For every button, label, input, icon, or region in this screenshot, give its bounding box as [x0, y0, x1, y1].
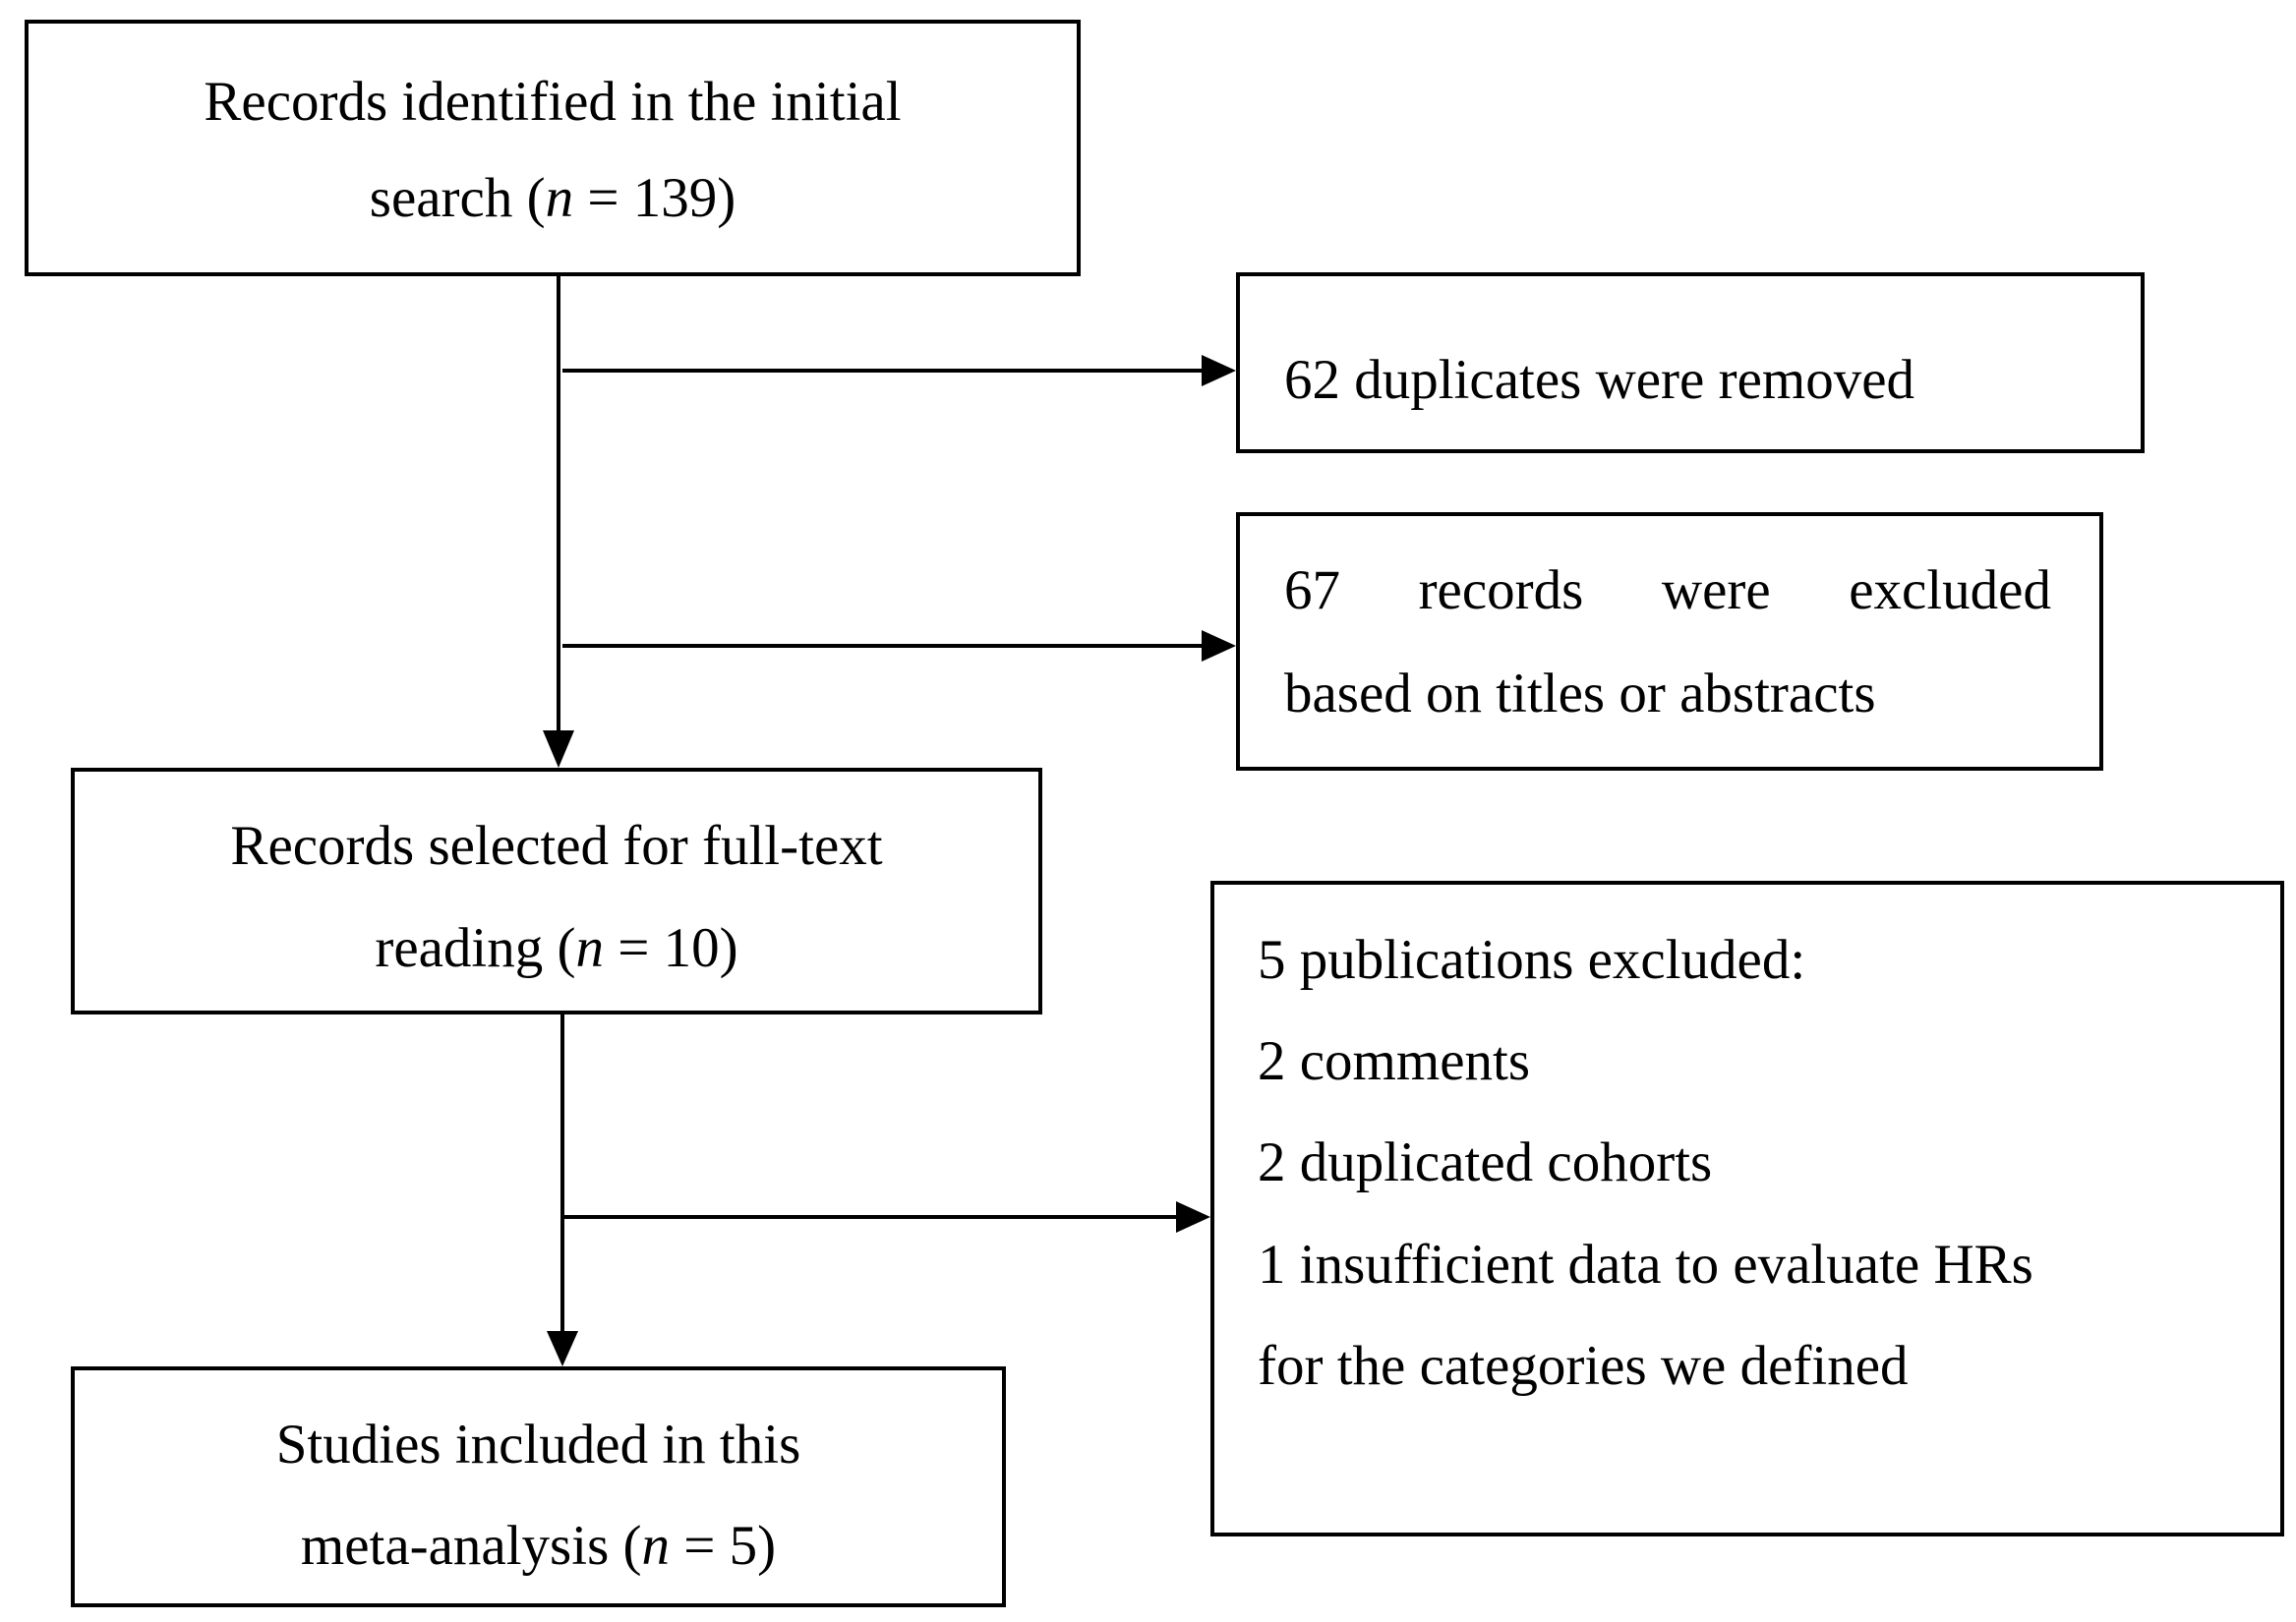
initial-prefix: search (	[369, 167, 546, 229]
fulltext-line1: Records selected for full-text	[230, 815, 883, 877]
box-publications-excluded	[1210, 881, 2284, 1536]
initial-records-line1: Records identified in the initial	[204, 71, 902, 133]
publications-excluded-line5: for the categories we defined	[1258, 1335, 1909, 1397]
fulltext-prefix: reading (	[375, 917, 576, 979]
branch-duplicates-head	[1202, 355, 1236, 386]
publications-excluded-line4: 1 insufficient data to evaluate HRs	[1258, 1234, 2033, 1296]
publications-excluded-line3: 2 duplicated cohorts	[1258, 1131, 1713, 1193]
initial-records-line2: search (n = 139)	[25, 170, 1081, 226]
box-duplicates-removed	[1236, 272, 2145, 453]
fulltext-suffix: = 10)	[604, 917, 738, 979]
duplicates-removed-text: 62 duplicates were removed	[1284, 349, 1914, 411]
fulltext-line2: reading (n = 10)	[71, 920, 1042, 976]
excluded-word-4: excluded	[1849, 559, 2051, 621]
included-line2: meta-analysis (n = 5)	[71, 1518, 1006, 1574]
excluded-word-2: records	[1418, 559, 1584, 621]
publications-excluded-line2: 2 comments	[1258, 1030, 1531, 1092]
included-prefix: meta-analysis (	[300, 1515, 642, 1577]
branch-publications-excluded-head	[1176, 1201, 1210, 1233]
included-n-var: n	[641, 1515, 670, 1577]
trunk-arrow-top-head	[543, 730, 574, 768]
excluded-titles-line2: based on titles or abstracts	[1284, 663, 1876, 724]
branch-excluded-titles-head	[1202, 630, 1236, 662]
publications-excluded-line1: 5 publications excluded:	[1258, 929, 1806, 991]
initial-n-var: n	[545, 167, 574, 229]
trunk-arrow-bottom-head	[547, 1331, 578, 1366]
excluded-word-3: were	[1661, 559, 1771, 621]
excluded-word-1: 67	[1284, 559, 1340, 621]
box-included-studies	[71, 1366, 1006, 1607]
excluded-titles-line1: 67 records were excluded	[1284, 562, 2051, 618]
box-excluded-titles	[1236, 512, 2103, 771]
included-line1: Studies included in this	[275, 1414, 801, 1476]
box-initial-records	[25, 20, 1081, 276]
included-suffix: = 5)	[669, 1515, 777, 1577]
box-fulltext	[71, 768, 1042, 1014]
initial-suffix: = 139)	[573, 167, 736, 229]
fulltext-n-var: n	[575, 917, 605, 979]
